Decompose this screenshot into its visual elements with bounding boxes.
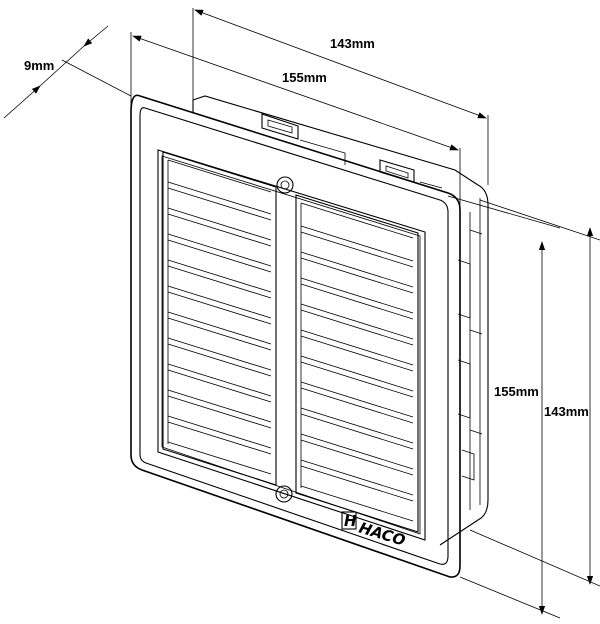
screw-bottom <box>275 485 293 503</box>
dim-outer-height: 143mm <box>544 227 594 585</box>
dim-outer-height-label: 143mm <box>544 404 589 419</box>
louver-panel-left <box>162 151 277 486</box>
dim-top-width: 143mm <box>194 9 487 119</box>
dim-depth-label: 9mm <box>24 58 54 73</box>
dim-inner-height-label: 155mm <box>494 384 539 399</box>
dim-inner-height: 155mm <box>494 241 546 615</box>
brand-logo-letter: H <box>344 512 357 530</box>
brand-name: HACO <box>357 519 408 550</box>
dim-outer-width: 155mm <box>132 35 459 151</box>
louver-panel-right <box>295 194 419 533</box>
dim-depth: 9mm <box>3 25 109 119</box>
screw-top <box>276 176 294 194</box>
dim-top-width-label: 143mm <box>330 36 375 51</box>
dim-outer-width-label: 155mm <box>282 70 327 85</box>
